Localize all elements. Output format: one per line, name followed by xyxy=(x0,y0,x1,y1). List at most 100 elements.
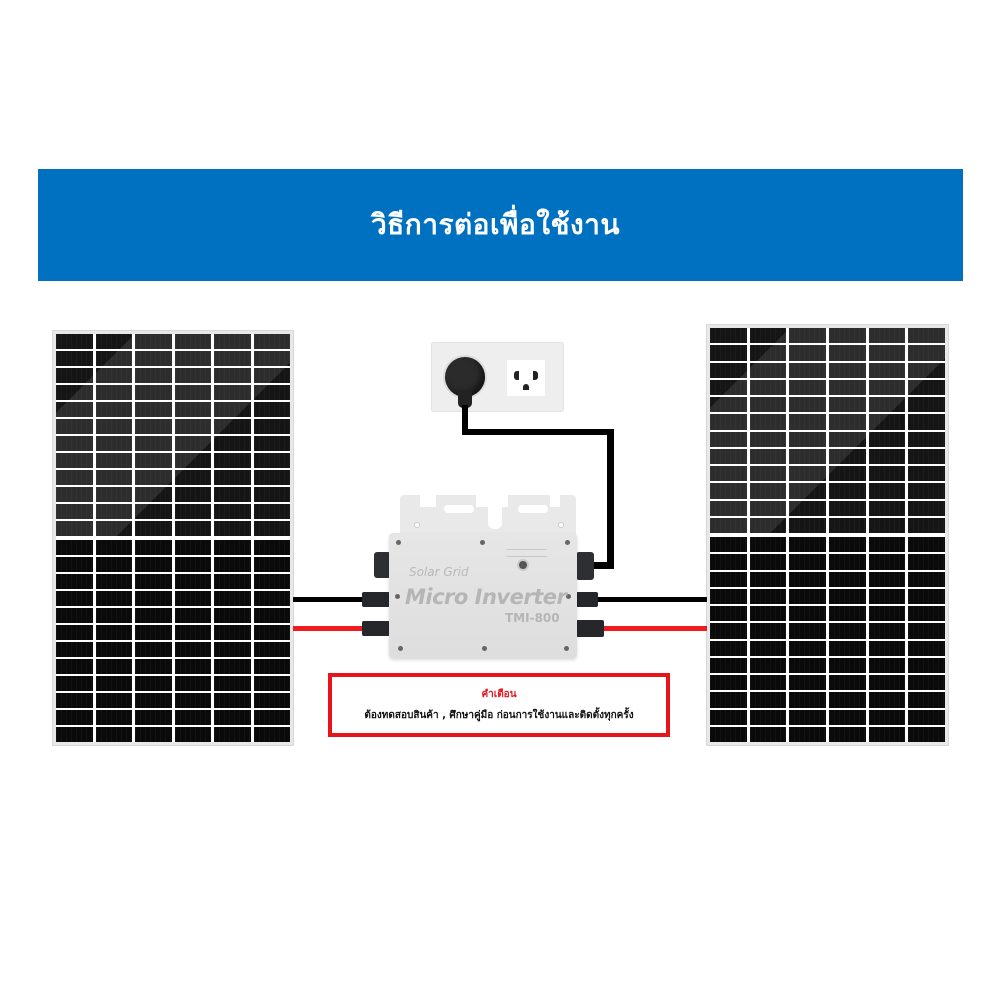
solar-cell xyxy=(135,625,172,640)
solar-cell xyxy=(789,500,826,516)
solar-cell xyxy=(174,368,211,383)
solar-cell xyxy=(253,710,290,725)
solar-cell xyxy=(253,453,290,468)
solar-cell xyxy=(829,709,866,725)
solar-cell xyxy=(56,419,93,434)
solar-cell xyxy=(253,402,290,417)
solar-cell xyxy=(829,397,866,413)
solar-cell xyxy=(214,351,251,366)
solar-cell xyxy=(95,368,132,383)
solar-cell xyxy=(135,453,172,468)
inverter-name: Micro Inverter xyxy=(405,585,567,609)
solar-cell xyxy=(56,470,93,485)
page-title: วิธีการต่อเพื่อใช้งาน xyxy=(370,208,621,241)
solar-cell xyxy=(135,557,172,572)
dc-connector-left-negative xyxy=(362,592,390,607)
solar-cell xyxy=(95,436,132,451)
solar-cell xyxy=(829,448,866,464)
solar-cell xyxy=(253,625,290,640)
solar-cell xyxy=(710,588,747,604)
solar-cell xyxy=(868,692,906,708)
solar-cell xyxy=(135,642,172,657)
solar-cell xyxy=(829,588,866,604)
solar-cell xyxy=(868,431,906,447)
solar-cell xyxy=(253,676,290,691)
solar-cell xyxy=(710,709,747,725)
solar-cell xyxy=(710,448,747,464)
solar-cell xyxy=(789,571,826,587)
solar-cell xyxy=(95,487,132,502)
solar-cell xyxy=(95,574,132,589)
solar-cell xyxy=(868,537,906,553)
solar-cell xyxy=(214,710,251,725)
solar-cell xyxy=(135,591,172,606)
solar-cell xyxy=(749,537,787,553)
solar-cell xyxy=(56,710,93,725)
solar-cell xyxy=(749,571,787,587)
solar-cell xyxy=(868,483,906,499)
solar-cell xyxy=(174,453,211,468)
solar-cell xyxy=(135,419,172,434)
solar-cell xyxy=(749,328,787,344)
solar-cell xyxy=(95,557,132,572)
solar-cell xyxy=(868,517,906,533)
solar-cell xyxy=(710,466,747,482)
solar-cell xyxy=(95,351,132,366)
inverter-model: TMI-800 xyxy=(505,611,560,625)
solar-cell xyxy=(868,328,906,344)
solar-cell xyxy=(174,693,211,708)
solar-cell xyxy=(174,591,211,606)
solar-cell xyxy=(789,362,826,378)
solar-cell xyxy=(214,504,251,519)
solar-cell xyxy=(868,379,906,395)
solar-cell xyxy=(868,448,906,464)
solar-cell xyxy=(56,659,93,674)
solar-cell xyxy=(868,588,906,604)
solar-cell xyxy=(789,692,826,708)
solar-cell xyxy=(868,554,906,570)
solar-cell xyxy=(253,693,290,708)
solar-cell xyxy=(214,557,251,572)
solar-cell xyxy=(749,483,787,499)
solar-cell xyxy=(749,709,787,725)
solar-cell xyxy=(56,521,93,536)
solar-cell xyxy=(749,397,787,413)
solar-cell xyxy=(174,625,211,640)
solar-cell xyxy=(56,625,93,640)
solar-cell xyxy=(868,345,906,361)
solar-cell xyxy=(95,693,132,708)
solar-cell xyxy=(95,453,132,468)
solar-cell xyxy=(56,334,93,349)
solar-cell xyxy=(174,351,211,366)
solar-cell xyxy=(214,608,251,623)
solar-cell xyxy=(789,640,826,656)
solar-cell xyxy=(95,402,132,417)
solar-cell xyxy=(214,591,251,606)
solar-cell xyxy=(95,659,132,674)
solar-cell xyxy=(710,379,747,395)
solar-cell xyxy=(789,379,826,395)
solar-cell xyxy=(214,727,251,742)
title-banner: วิธีการต่อเพื่อใช้งาน xyxy=(38,169,963,281)
solar-cell xyxy=(908,537,945,553)
solar-cell xyxy=(95,642,132,657)
solar-cell xyxy=(253,334,290,349)
solar-cell xyxy=(829,726,866,742)
solar-cell xyxy=(95,608,132,623)
solar-cell xyxy=(710,362,747,378)
solar-cell xyxy=(253,436,290,451)
solar-cell xyxy=(253,487,290,502)
inverter-mounting-bracket xyxy=(400,495,576,535)
solar-cell xyxy=(789,588,826,604)
solar-cell xyxy=(174,487,211,502)
solar-cell xyxy=(749,500,787,516)
solar-cell xyxy=(214,419,251,434)
solar-cell xyxy=(135,608,172,623)
solar-cell xyxy=(56,385,93,400)
solar-cell xyxy=(789,328,826,344)
solar-cell xyxy=(829,537,866,553)
solar-cell xyxy=(829,345,866,361)
solar-cell xyxy=(56,574,93,589)
solar-cell xyxy=(214,659,251,674)
solar-cell xyxy=(829,500,866,516)
